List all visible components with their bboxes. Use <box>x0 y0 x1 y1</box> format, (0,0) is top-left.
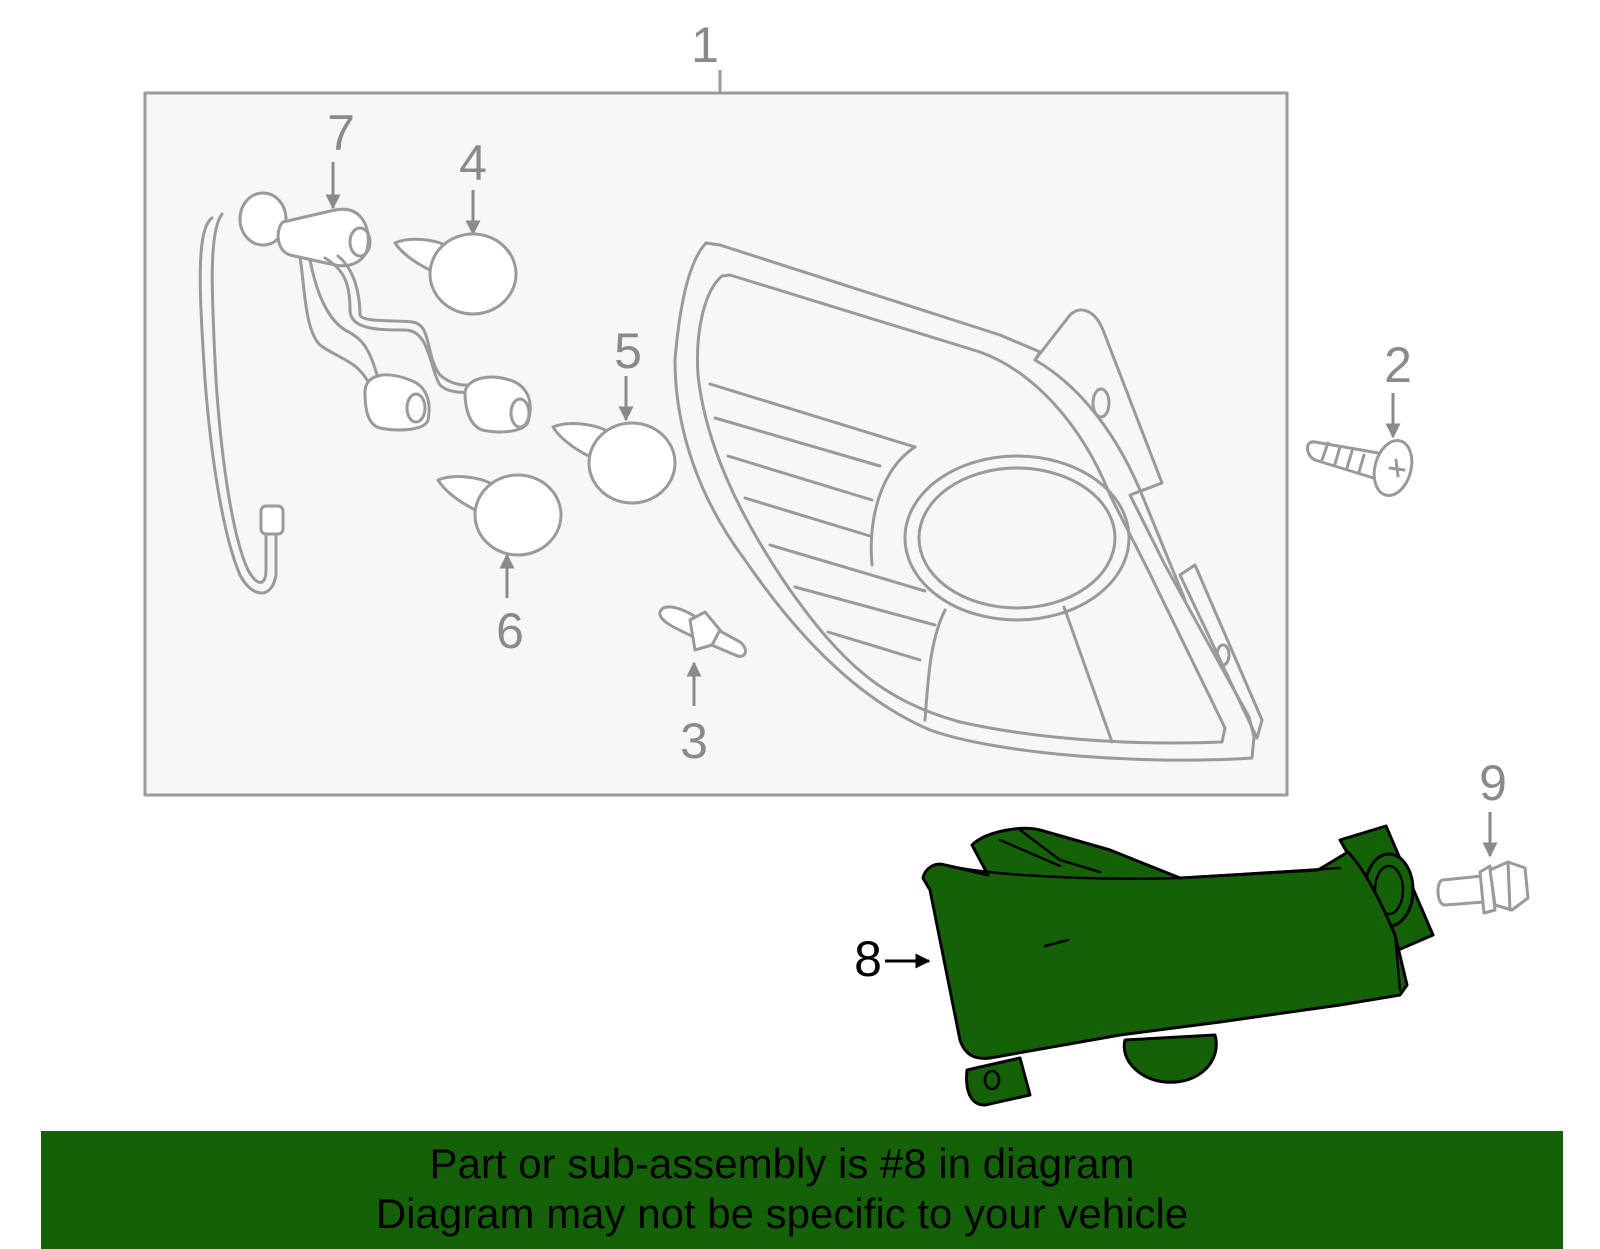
bolt-9 <box>1436 860 1530 915</box>
push-clip <box>658 605 747 658</box>
callout-6: 6 <box>496 603 524 659</box>
bulb-6 <box>436 473 563 557</box>
banner-line-2: Diagram may not be specific to your vehi… <box>375 1190 1189 1237</box>
wiring-harness <box>198 191 532 595</box>
highlighted-part-8 <box>921 824 1435 1107</box>
info-banner: Part or sub-assembly is #8 in diagram Di… <box>41 1131 1563 1249</box>
bulb-5 <box>551 421 677 505</box>
callout-3: 3 <box>680 713 708 769</box>
callout-5: 5 <box>614 323 642 379</box>
banner-line-1: Part or sub-assembly is #8 in diagram <box>429 1140 1135 1187</box>
callout-1: 1 <box>691 17 719 73</box>
assembly-box <box>143 70 1289 797</box>
callout-8: 8 <box>854 931 882 987</box>
leader-arrows <box>325 162 1498 969</box>
callout-4: 4 <box>459 135 487 191</box>
callout-7: 7 <box>327 105 355 161</box>
callout-2: 2 <box>1384 337 1412 393</box>
callout-9: 9 <box>1479 755 1507 811</box>
tail-lamp-housing <box>673 241 1264 762</box>
bulb-4 <box>393 232 518 316</box>
screw-2 <box>1306 439 1414 497</box>
